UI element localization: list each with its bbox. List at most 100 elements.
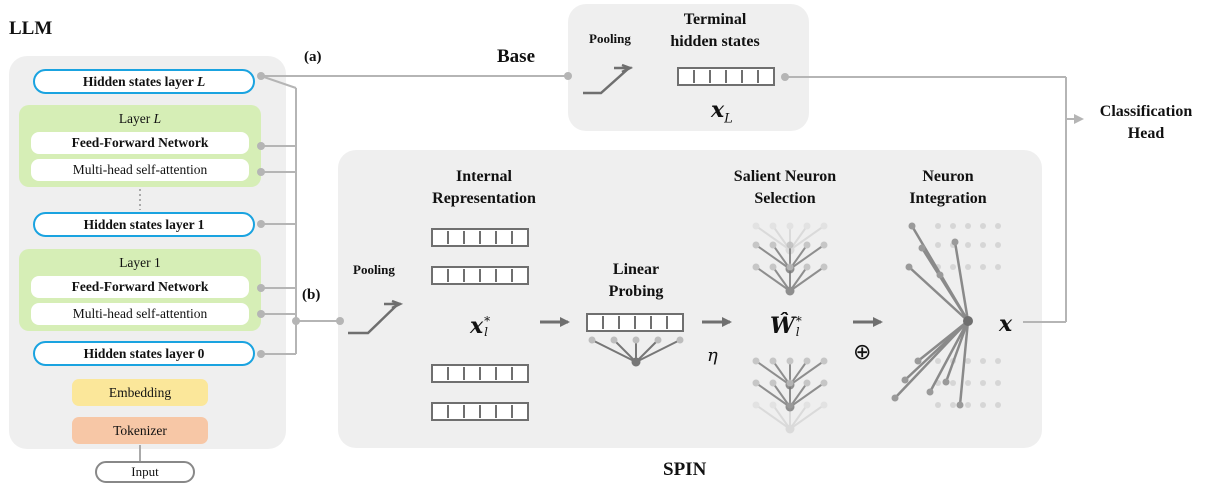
layer-L-label: Layer [118, 111, 154, 126]
w-hat: Ŵ [770, 313, 795, 339]
integration-edge [944, 320, 970, 383]
internal-vector-4 [431, 402, 529, 421]
internal-sub-sup: *l [484, 314, 491, 339]
salient-neuron-selection-label: Salient Neuron Selection [733, 168, 837, 207]
eta-symbol: η [707, 345, 718, 366]
hidden-states-layer-L-var: L [196, 73, 206, 89]
internal-sub: l [484, 325, 488, 339]
integration-edge [928, 320, 970, 393]
integration-faded-node [980, 264, 986, 270]
w-sub-sup: *l [795, 314, 802, 339]
salient-tree-5 [752, 379, 828, 412]
layer-L-ffn: Feed-Forward Network [31, 132, 249, 154]
collector-lines [260, 75, 568, 355]
integration-node [936, 271, 944, 279]
base-terminal-vector [677, 67, 775, 86]
probing-vector [586, 313, 684, 332]
linear-probing-label: Linear Probing [608, 261, 664, 300]
spin-pooling-label: Pooling [353, 262, 395, 277]
integration-faded-node [980, 358, 986, 364]
internal-representation-label: Internal Representation [432, 168, 536, 207]
marker-b: (b) [302, 287, 321, 303]
internal-x: x [470, 313, 484, 339]
base-x: x [711, 97, 725, 123]
neuron-integration-label: Neuron Integration [909, 168, 987, 207]
salient-tree-6 [752, 401, 828, 434]
base-pooling-label: Pooling [589, 31, 631, 46]
integration-faded-node [950, 402, 956, 408]
output-x: x [999, 311, 1013, 337]
w-sub: l [795, 325, 800, 339]
integration-faded-node [935, 402, 941, 408]
integration-faded-node [950, 264, 956, 270]
layer-1-title: Layer 1 [119, 255, 161, 270]
integration-node [918, 244, 926, 252]
marker-a: (a) [304, 49, 322, 65]
classification-head-label: Classification Head [1099, 103, 1193, 142]
probing-neuron-tree [588, 336, 684, 367]
integration-node [914, 357, 922, 365]
hidden-states-layer-L: Hidden states layer L [33, 69, 255, 94]
layer-L-mhsa: Multi-head self-attention [31, 159, 249, 181]
salient-tree-3 [752, 263, 828, 296]
integration-edge [894, 320, 969, 399]
layer-L-block: Layer L Feed-Forward Network Multi-head … [19, 105, 261, 187]
integration-faded-node [965, 242, 971, 248]
w-hat-l-star: Ŵ *l [770, 313, 802, 339]
integration-faded-node [980, 223, 986, 229]
internal-vector-3 [431, 364, 529, 383]
internal-sup: * [484, 314, 491, 328]
integration-faded-node [995, 402, 1001, 408]
hidden-states-layer-0: Hidden states layer 0 [33, 341, 255, 366]
hidden-states-layer-L-label: Hidden states layer [82, 73, 197, 89]
integration-faded-node [935, 358, 941, 364]
layer-1-mhsa: Multi-head self-attention [31, 303, 249, 325]
oplus-symbol: ⊕ [853, 340, 872, 365]
integration-output-node [963, 316, 973, 326]
integration-faded-node [965, 223, 971, 229]
integration-node [956, 401, 964, 409]
integration-node [891, 394, 899, 402]
integration-faded-node [950, 223, 956, 229]
integration-edge [938, 274, 970, 322]
terminal-hidden-states-label: Terminal hidden states [670, 11, 760, 50]
internal-vector-1 [431, 228, 529, 247]
integration-faded-node [965, 380, 971, 386]
connector-dots [257, 72, 572, 358]
integration-faded-node [995, 223, 1001, 229]
integration-faded-node [995, 242, 1001, 248]
spin-title: SPIN [663, 459, 707, 480]
integration-faded-node [965, 358, 971, 364]
integration-node [926, 388, 934, 396]
base-title: Base [497, 46, 535, 67]
internal-vector-2 [431, 266, 529, 285]
integration-faded-node [995, 264, 1001, 270]
integration-faded-node [980, 380, 986, 386]
llm-title: LLM [9, 18, 53, 39]
integration-node [942, 378, 950, 386]
integration-faded-node [935, 223, 941, 229]
input-box: Input [95, 461, 195, 483]
integration-faded-node [965, 402, 971, 408]
integration-edge [958, 320, 970, 406]
base-x-sub: L [724, 111, 733, 127]
integration-node [901, 376, 909, 384]
integration-node [951, 238, 959, 246]
integration-faded-node [980, 402, 986, 408]
neuron-trees [588, 222, 828, 434]
integration-faded-node [980, 242, 986, 248]
base-x-L: xL [711, 97, 733, 126]
layer-1-block: Layer 1 Feed-Forward Network Multi-head … [19, 249, 261, 331]
integration-faded-node [965, 264, 971, 270]
base-pooling-icon [583, 66, 633, 95]
spin-panel [338, 150, 1042, 448]
integration-edge [908, 266, 969, 322]
w-sup: * [795, 314, 802, 328]
layer-L-title: Layer L [19, 111, 261, 127]
integration-faded-node [950, 380, 956, 386]
layer-L-var: L [153, 111, 162, 126]
integration-faded-node [935, 242, 941, 248]
embedding-block: Embedding [72, 379, 208, 406]
neuron-integration-graph [891, 222, 1001, 409]
